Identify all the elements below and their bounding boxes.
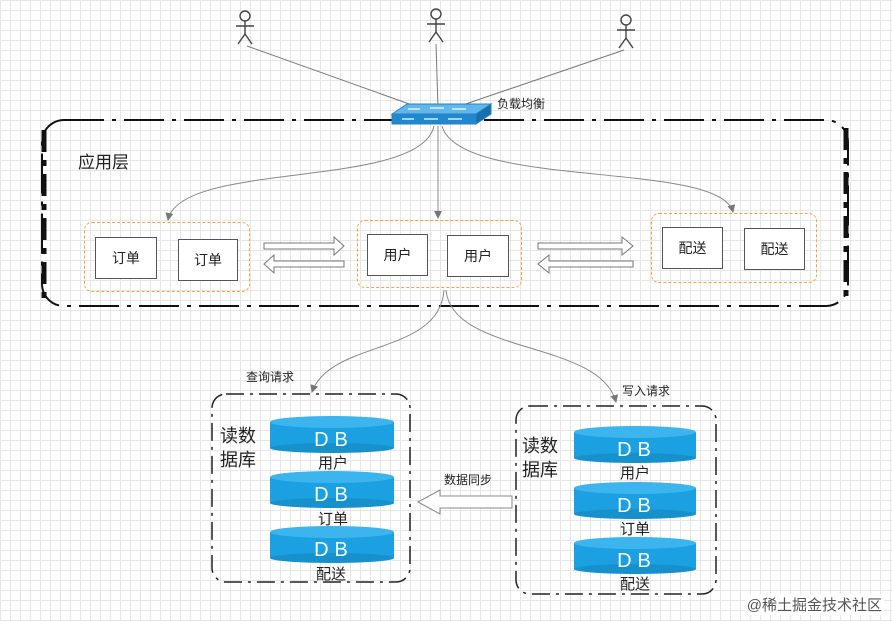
user-actor-icon [427, 8, 445, 43]
order-service-node[interactable]: 订单 [178, 239, 238, 281]
db-cylinder-icon [270, 526, 394, 563]
db-label: DB [314, 484, 354, 506]
read-db-boundary [211, 393, 411, 583]
db-cylinder-icon [270, 471, 394, 508]
load-balancer-icon [390, 103, 493, 125]
watermark: @稀土掘金技术社区 [744, 594, 884, 615]
delivery-service-group [651, 213, 817, 283]
db-name-label: 用户 [317, 455, 348, 472]
app-layer-title: 应用层 [78, 153, 129, 172]
db-cylinder-icon [270, 416, 394, 453]
db-cylinder-icon [574, 537, 696, 574]
order-service-node[interactable]: 订单 [95, 237, 157, 279]
delivery-service-node[interactable]: 配送 [662, 227, 723, 269]
data-sync-label: 数据同步 [444, 473, 493, 487]
db-name-label: 订单 [317, 511, 348, 528]
load-balancer-label: 负载均衡 [497, 97, 546, 111]
group-sync-arrows [263, 235, 634, 275]
db-name-label: 用户 [619, 465, 650, 482]
db-label: DB [617, 495, 657, 517]
data-sync-arrow [416, 489, 513, 515]
read-db-title: 读数据库 [220, 426, 256, 470]
db-cylinder-icon [574, 482, 696, 519]
delivery-service-node[interactable]: 配送 [744, 228, 805, 270]
order-service-group [84, 222, 250, 292]
db-cylinder-icon [574, 426, 696, 463]
user-service-group [357, 220, 522, 288]
actor-connector-lines [246, 43, 625, 111]
db-label: DB [617, 439, 657, 461]
db-label: DB [314, 429, 354, 451]
write-db-boundary [515, 405, 717, 595]
write-db-title: 读数据库 [522, 436, 558, 480]
query-request-label: 查询请求 [246, 370, 295, 384]
db-label: DB [314, 539, 354, 561]
db-request-arrows [310, 289, 619, 403]
db-name-label: 配送 [619, 576, 650, 593]
user-actor-icon [236, 10, 254, 45]
lb-distribution-arrows [165, 125, 736, 221]
db-label: DB [617, 550, 657, 572]
db-name-label: 配送 [315, 566, 346, 583]
user-actor-icon [617, 14, 635, 49]
user-service-node[interactable]: 用户 [447, 235, 509, 277]
db-name-label: 订单 [619, 521, 650, 538]
user-service-node[interactable]: 用户 [367, 234, 428, 276]
write-request-label: 写入请求 [622, 384, 671, 398]
